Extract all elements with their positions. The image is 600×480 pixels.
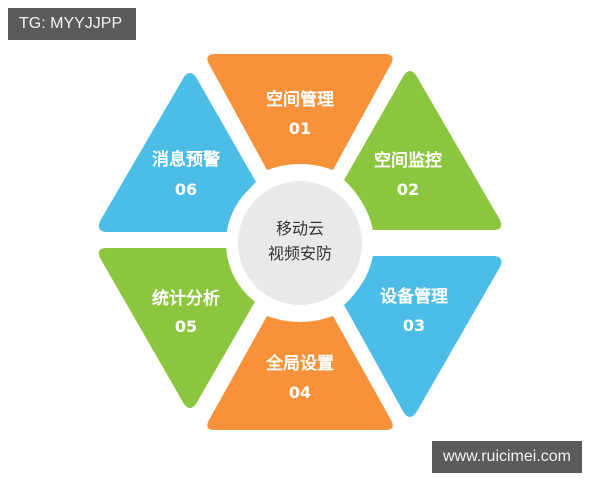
segment-01-shape[interactable]	[207, 54, 393, 170]
segment-06-number: 06	[174, 180, 198, 199]
segment-04-shape[interactable]	[207, 316, 393, 430]
segment-05-label: 统计分析	[152, 289, 220, 309]
segment-03-number: 03	[402, 316, 426, 335]
segment-02-number: 02	[396, 180, 420, 199]
segment-01-number: 01	[288, 119, 312, 138]
segment-04-number: 04	[288, 383, 312, 402]
center-title-line2: 视频安防	[267, 244, 332, 263]
segment-06-shape[interactable]	[98, 73, 256, 232]
segment-05-number: 05	[174, 317, 198, 336]
watermark-top-left: TG: MYYJJPP	[8, 8, 136, 40]
segment-04-label: 全局设置	[266, 354, 334, 374]
segment-06-label: 消息预警	[152, 150, 220, 170]
segment-01-label: 空间管理	[266, 90, 334, 110]
center-title-line1: 移动云	[275, 219, 324, 238]
center-circle[interactable]	[238, 181, 362, 305]
watermark-bottom-right: www.ruicimei.com	[432, 441, 582, 473]
segment-02-shape[interactable]	[344, 71, 502, 230]
segment-05-shape[interactable]	[98, 248, 256, 408]
segment-02-label: 空间监控	[374, 151, 442, 171]
segment-03-shape[interactable]	[344, 256, 502, 417]
segment-03-label: 设备管理	[380, 287, 448, 307]
